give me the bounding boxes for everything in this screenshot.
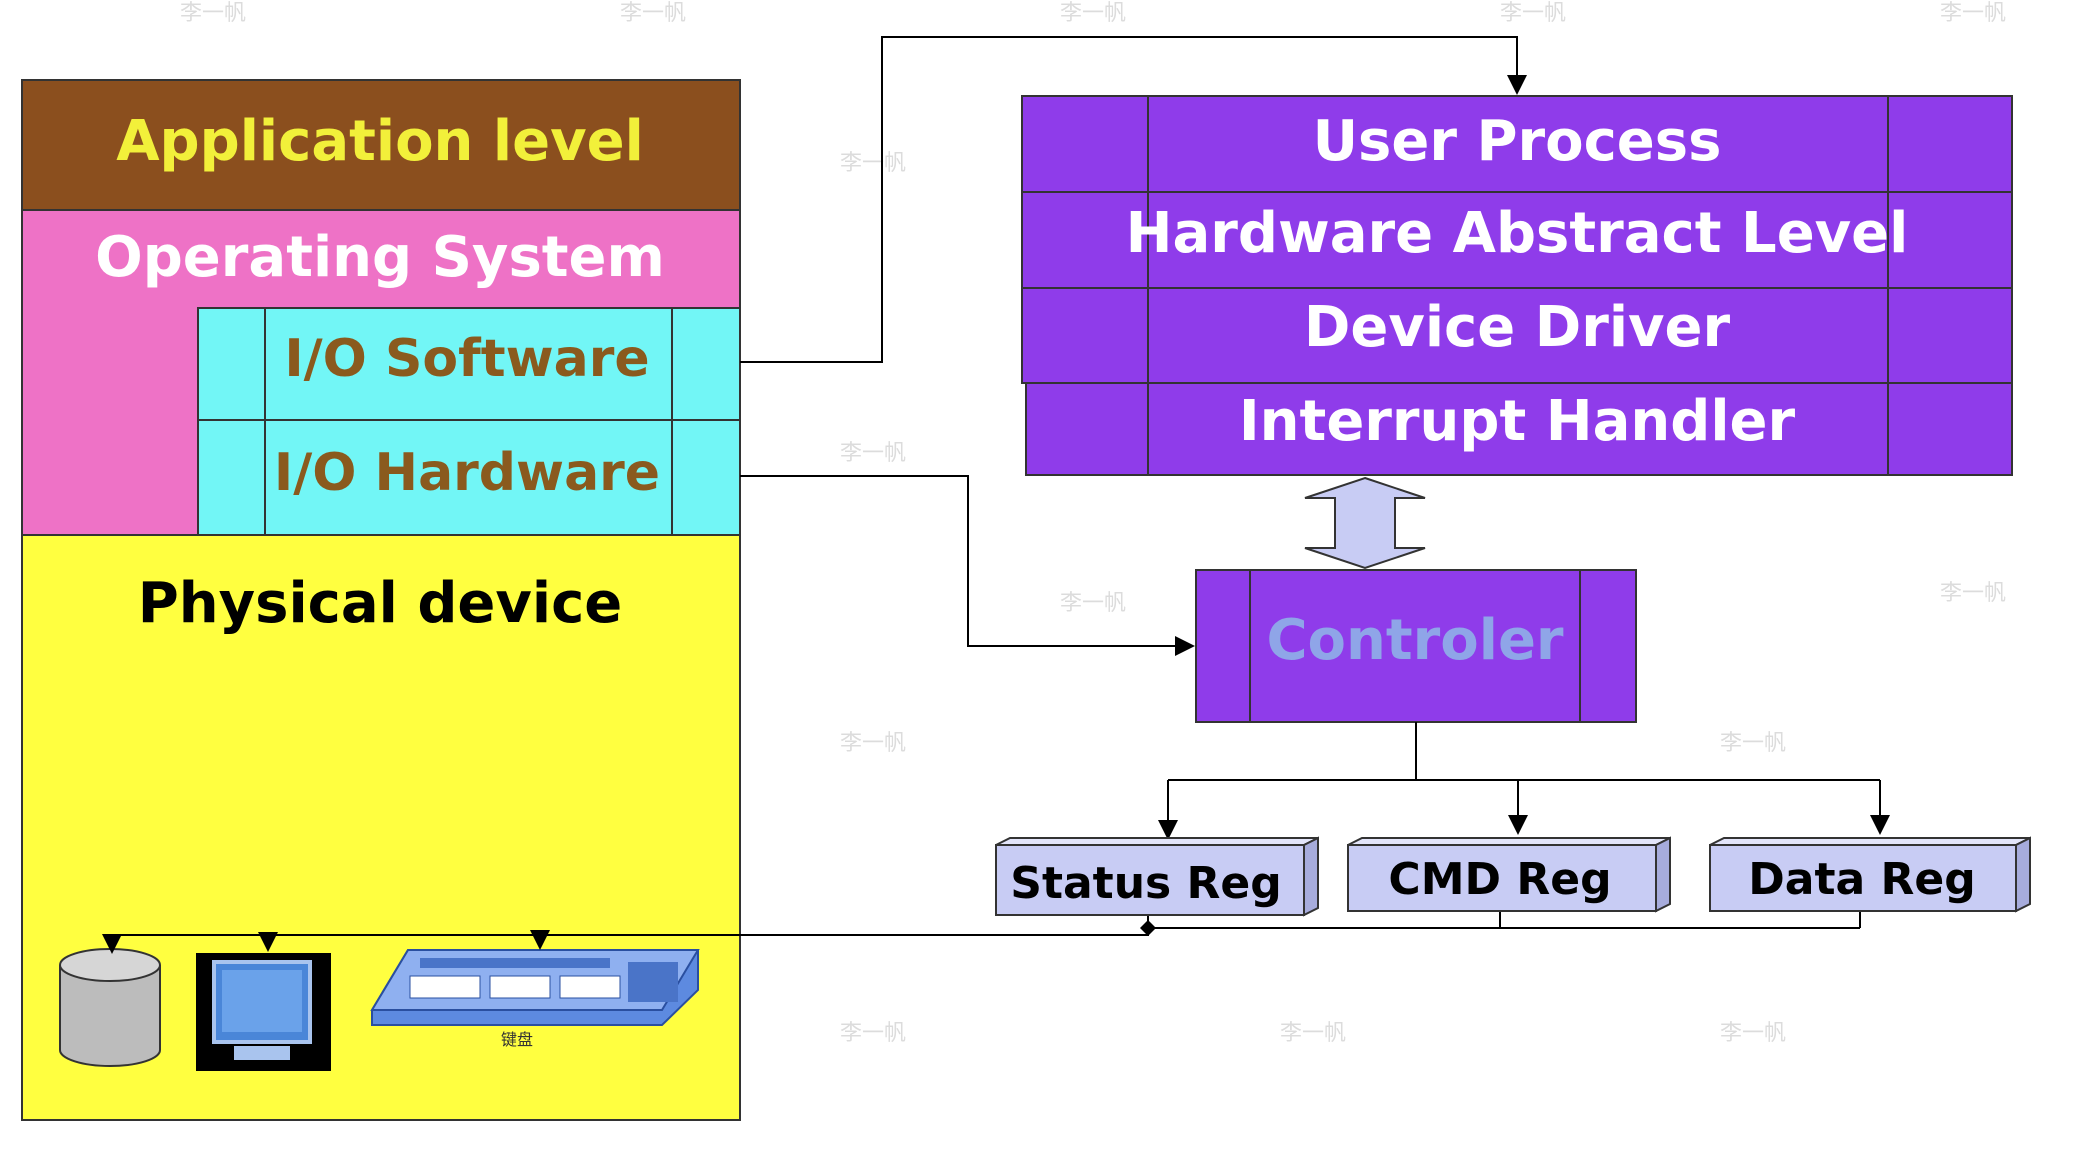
watermark-text: 李一帆 (1940, 581, 2006, 606)
user-process-label: User Process (1313, 109, 1722, 174)
interrupt-handler-row (1025, 382, 2013, 476)
connectors (740, 36, 1890, 840)
hardware-abstract-level-label: Hardware Abstract Level (1126, 201, 1909, 266)
io-hardware-to-controller-connector (740, 475, 1195, 656)
interrupt-handler-label: Interrupt Handler (1239, 389, 1796, 454)
bidirectional-arrow (1304, 476, 1426, 570)
left-layer-stack: Application level Operating System I/O S… (21, 79, 741, 1121)
watermark-text: 李一帆 (1060, 1, 1126, 26)
data-reg-label: Data Reg (1748, 854, 1975, 905)
user-process-row (1021, 95, 2013, 193)
watermark-text: 李一帆 (1940, 1, 2006, 26)
cmd-reg-box (1347, 836, 1671, 913)
watermark-text: 李一帆 (620, 1, 686, 26)
device-driver-row (1021, 287, 2013, 384)
cmd-reg-label: CMD Reg (1388, 854, 1611, 905)
watermark-text: 李一帆 (840, 1021, 906, 1046)
watermark-text: 李一帆 (840, 731, 906, 756)
operating-system-label: Operating System (95, 225, 665, 290)
io-hardware-label: I/O Hardware (274, 443, 660, 503)
keyboard-caption: 键盘 (501, 1030, 533, 1049)
watermark-text: 李一帆 (1280, 1021, 1346, 1046)
io-software-box (197, 307, 741, 421)
controller-label: Controler (1266, 608, 1563, 673)
watermark-text: 李一帆 (840, 441, 906, 466)
watermark-text: 李一帆 (840, 151, 906, 176)
watermark-text: 李一帆 (180, 1, 246, 26)
watermark-text: 李一帆 (1720, 731, 1786, 756)
controller-box (1195, 569, 1637, 723)
io-software-label: I/O Software (284, 329, 649, 389)
watermark-text: 李一帆 (1060, 591, 1126, 616)
io-hardware-box (197, 419, 741, 536)
application-level-label: Application level (116, 109, 644, 174)
bus-junction-marker (1140, 920, 1156, 936)
status-reg-label: Status Reg (1010, 858, 1282, 909)
status-reg-box (995, 836, 1319, 917)
io-software-to-user-process-connector (740, 36, 1527, 363)
physical-device-label: Physical device (138, 571, 623, 636)
device-driver-label: Device Driver (1304, 295, 1731, 360)
keyboard-icon (370, 949, 700, 1026)
data-reg-box (1709, 836, 2031, 913)
hardware-abstract-level-row (1021, 191, 2013, 289)
monitor-icon (196, 953, 331, 1071)
application-level-band (21, 79, 741, 211)
disk-icon (59, 948, 161, 1067)
watermark-text: 李一帆 (1500, 1, 1566, 26)
watermark-text: 李一帆 (1720, 1021, 1786, 1046)
right-layer-stack: User Process Hardware Abstract Level Dev… (1021, 95, 2013, 476)
